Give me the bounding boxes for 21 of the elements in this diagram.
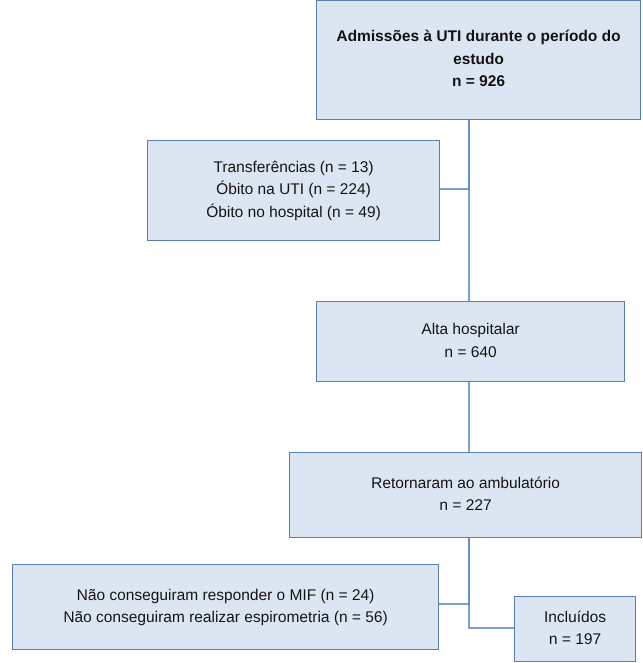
box-text: Não conseguiram realizar espirometria (n = 56) xyxy=(63,608,388,628)
connector-line xyxy=(468,120,470,301)
box-text: n = 227 xyxy=(439,496,492,516)
process-box xyxy=(289,452,642,538)
box-text: Óbito na UTI (n = 224) xyxy=(216,180,371,200)
box-text: Incluídos xyxy=(544,608,606,628)
box-text: Alta hospitalar xyxy=(421,320,520,340)
process-box xyxy=(316,0,641,120)
process-box xyxy=(316,301,625,382)
process-box xyxy=(12,564,439,650)
process-box xyxy=(147,140,440,241)
box-text: n = 197 xyxy=(548,630,602,650)
box-text: n = 926 xyxy=(452,72,505,92)
box-text: n = 640 xyxy=(444,342,497,362)
process-box xyxy=(514,596,636,662)
connector-line xyxy=(468,538,514,629)
connector-line xyxy=(468,382,470,452)
box-text: Não conseguiram responder o MIF (n = 24) xyxy=(76,586,374,606)
box-text: Retornaram ao ambulatório xyxy=(371,474,560,494)
box-text: Óbito no hospital (n = 49) xyxy=(206,202,381,223)
box-text: Transferências (n = 13) xyxy=(213,158,374,178)
